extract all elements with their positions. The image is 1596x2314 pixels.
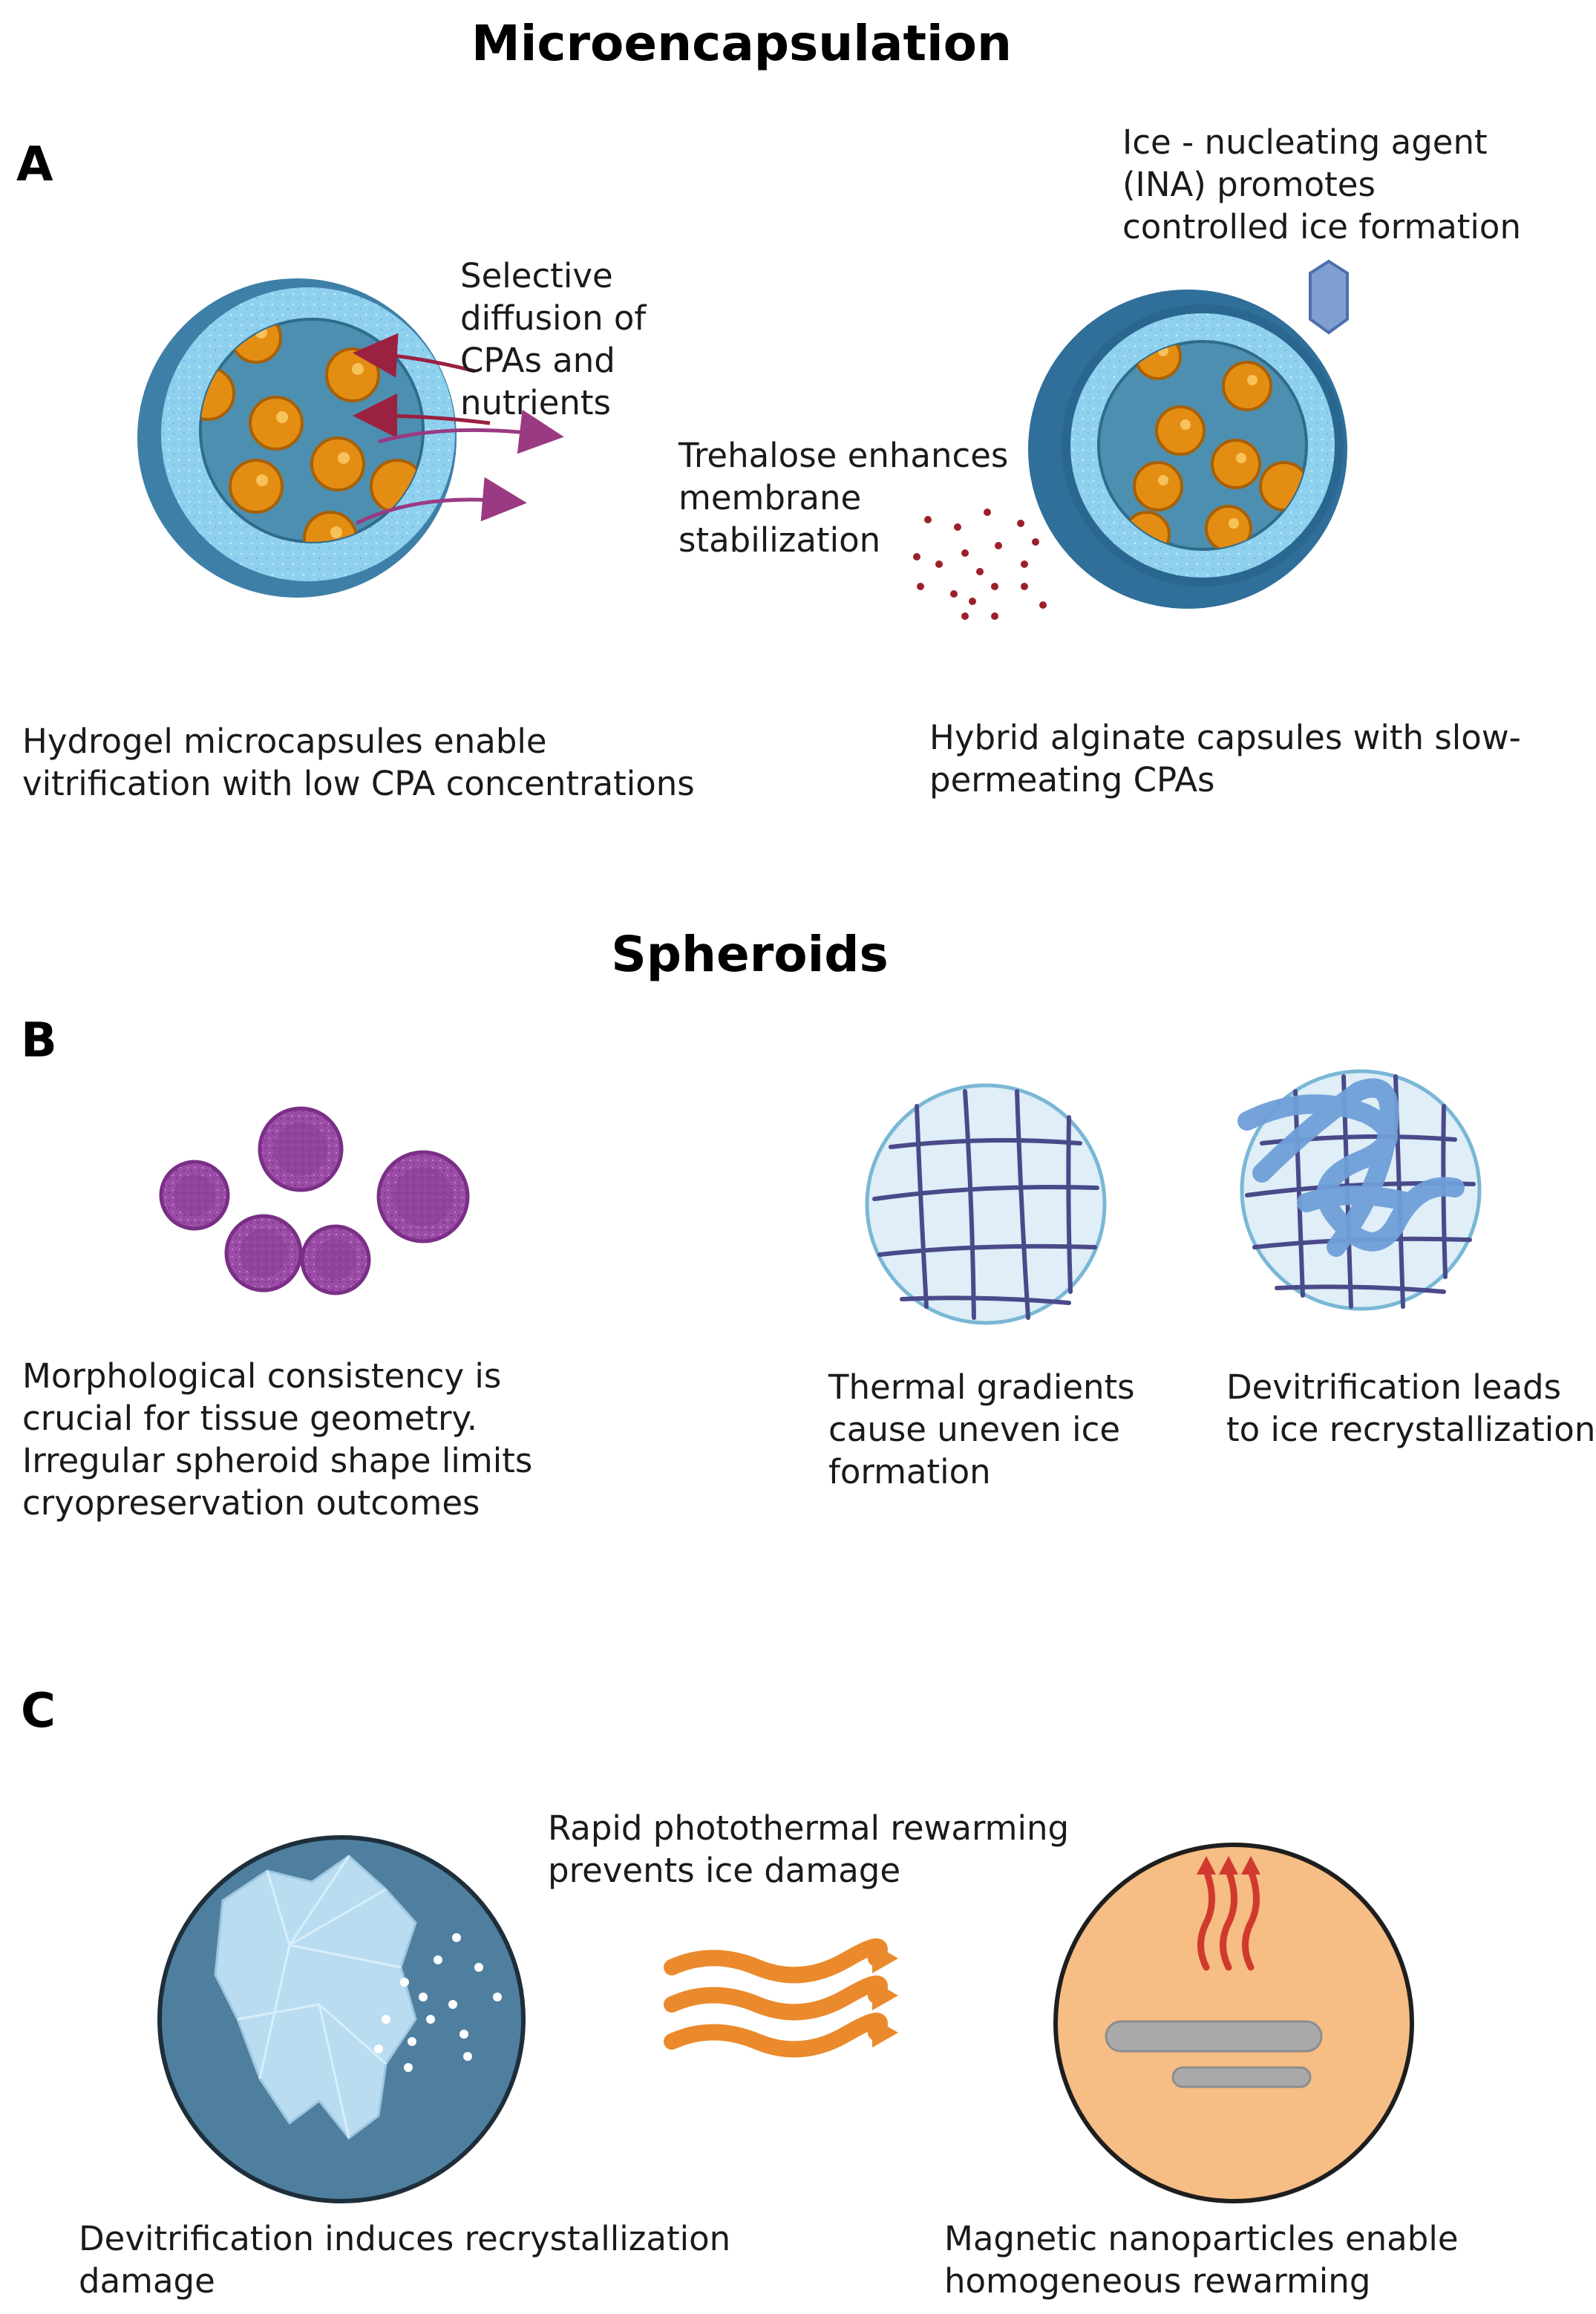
ice-crystals bbox=[374, 1933, 502, 2072]
nanoparticle-small bbox=[1171, 2066, 1312, 2088]
diffusion-arrows bbox=[353, 333, 564, 526]
devitrification-caption: Devitrification leads to ice recrystalli… bbox=[1226, 1367, 1596, 1449]
ice-tangle-icon bbox=[1237, 1078, 1465, 1257]
trehalose-label: Trehalose enhances membrane stabilizatio… bbox=[678, 436, 1009, 560]
spheroids-icon bbox=[159, 1106, 470, 1295]
nanoparticle-rewarming-icon bbox=[1053, 1843, 1414, 2203]
morphology-caption: Morphological consistency is crucial for… bbox=[22, 1356, 533, 1523]
rewarming-arrowheads bbox=[872, 1944, 898, 2047]
recrystallization-caption: Devitrification induces recrystallizatio… bbox=[79, 2219, 731, 2301]
panel-label-b: B bbox=[21, 1013, 57, 1068]
hydrogel-caption: Hydrogel microcapsules enable vitrificat… bbox=[22, 722, 695, 803]
ina-label: Ice - nucleating agent (INA) promotes co… bbox=[1122, 122, 1521, 246]
panel-label-a: A bbox=[16, 137, 53, 192]
encapsulated-cells-icon bbox=[1123, 341, 1306, 549]
ina-hexagon-icon bbox=[1309, 259, 1349, 335]
thermal-gradient-mesh-icon bbox=[865, 1083, 1107, 1325]
hydrogel-capsule-icon bbox=[137, 278, 457, 598]
rewarming-arrows-icon bbox=[664, 1938, 888, 2058]
devitrification-mesh-icon bbox=[1237, 1069, 1482, 1311]
heat-waves-icon bbox=[1197, 1867, 1260, 1971]
panel-label-c: C bbox=[21, 1684, 56, 1739]
nanoparticle-large bbox=[1105, 2020, 1323, 2053]
nanoparticle-caption: Magnetic nanoparticles enable homogeneou… bbox=[944, 2219, 1459, 2301]
diffusion-label: Selective diffusion of CPAs and nutrient… bbox=[460, 256, 647, 422]
microencapsulation-title: Microencapsulation bbox=[471, 15, 1012, 72]
spheroids-title: Spheroids bbox=[611, 926, 889, 983]
rewarming-label: Rapid photothermal rewarming prevents ic… bbox=[548, 1808, 1070, 1890]
alginate-caption: Hybrid alginate capsules with slow- perm… bbox=[929, 718, 1521, 800]
ice-recrystallization-icon bbox=[157, 1835, 526, 2203]
trehalose-dots bbox=[913, 509, 1047, 620]
thermal-caption: Thermal gradients cause uneven ice forma… bbox=[828, 1367, 1135, 1491]
alginate-capsule-icon bbox=[1028, 290, 1347, 609]
